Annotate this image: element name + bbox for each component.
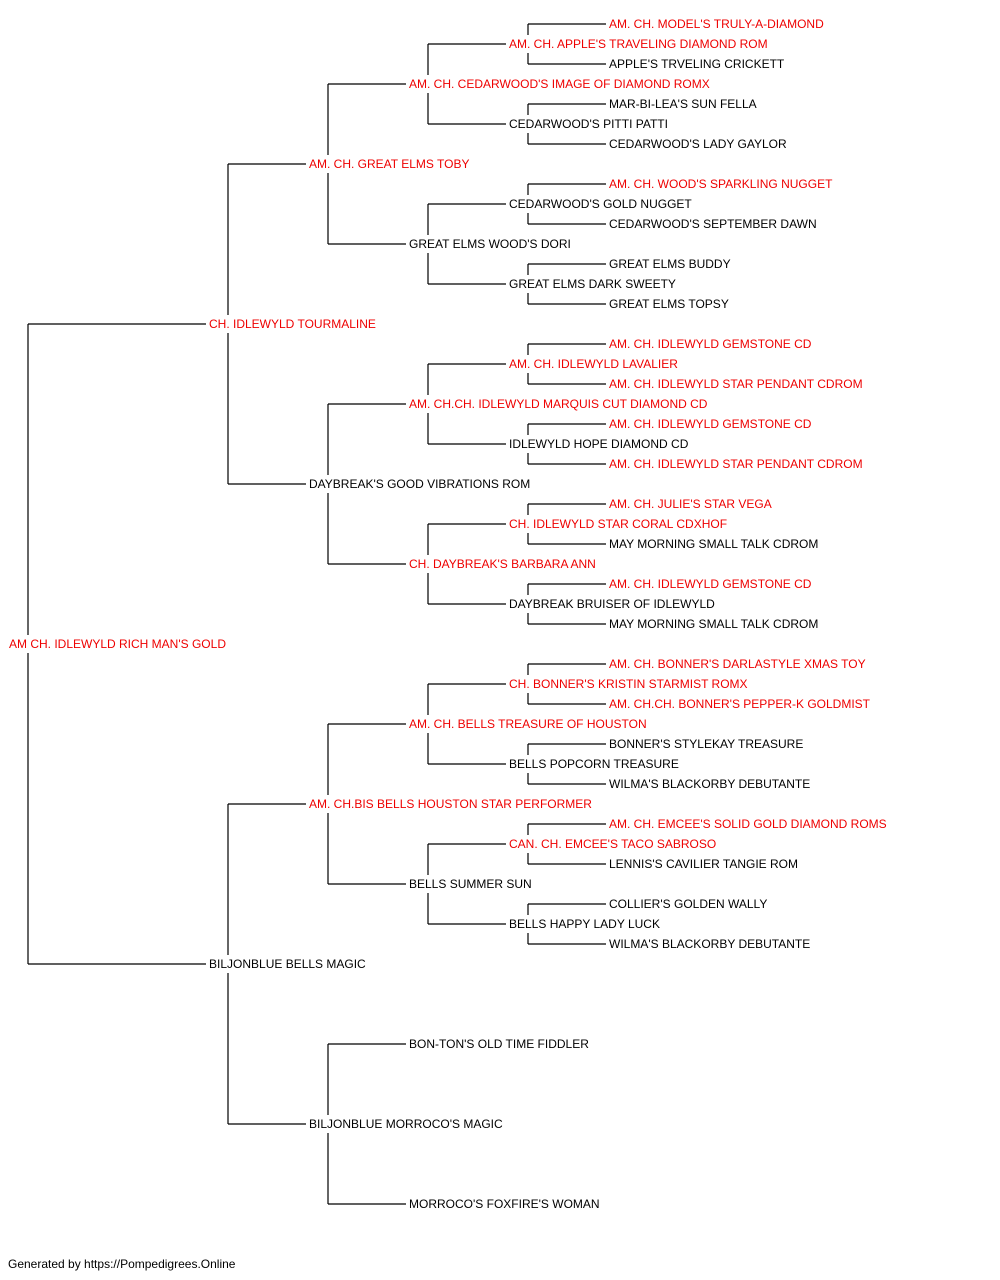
ancestor-name: CH. IDLEWYLD STAR CORAL CDXHOF <box>508 517 729 531</box>
ancestor-name: BELLS POPCORN TREASURE <box>508 757 680 771</box>
ancestor-name: WILMA'S BLACKORBY DEBUTANTE <box>608 937 812 951</box>
ancestor-name: CH. IDLEWYLD TOURMALINE <box>208 317 377 331</box>
ancestor-name: BELLS SUMMER SUN <box>408 877 533 891</box>
ancestor-name: AM. CH.BIS BELLS HOUSTON STAR PERFORMER <box>308 797 593 811</box>
ancestor-name: CEDARWOOD'S LADY GAYLOR <box>608 137 788 151</box>
ancestor-name: BONNER'S STYLEKAY TREASURE <box>608 737 805 751</box>
ancestor-name: BILJONBLUE BELLS MAGIC <box>208 957 367 971</box>
ancestor-name: AM. CH. BELLS TREASURE OF HOUSTON <box>408 717 648 731</box>
ancestor-name: AM. CH. IDLEWYLD GEMSTONE CD <box>608 417 813 431</box>
ancestor-name: GREAT ELMS TOPSY <box>608 297 730 311</box>
ancestor-name: BON-TON'S OLD TIME FIDDLER <box>408 1037 590 1051</box>
ancestor-name: GREAT ELMS DARK SWEETY <box>508 277 677 291</box>
ancestor-name: AM. CH. BONNER'S DARLASTYLE XMAS TOY <box>608 657 867 671</box>
ancestor-name: CAN. CH. EMCEE'S TACO SABROSO <box>508 837 718 851</box>
ancestor-name: AM. CH.CH. IDLEWYLD MARQUIS CUT DIAMOND … <box>408 397 709 411</box>
ancestor-name: LENNIS'S CAVILIER TANGIE ROM <box>608 857 799 871</box>
ancestor-name: GREAT ELMS BUDDY <box>608 257 732 271</box>
ancestor-name: IDLEWYLD HOPE DIAMOND CD <box>508 437 690 451</box>
ancestor-name: AM. CH. IDLEWYLD GEMSTONE CD <box>608 337 813 351</box>
ancestor-name: CH. DAYBREAK'S BARBARA ANN <box>408 557 597 571</box>
ancestor-name: AM. CH. IDLEWYLD LAVALIER <box>508 357 679 371</box>
ancestor-name: AM. CH. JULIE'S STAR VEGA <box>608 497 773 511</box>
ancestor-name: AM. CH. APPLE'S TRAVELING DIAMOND ROM <box>508 37 769 51</box>
ancestor-name: CEDARWOOD'S PITTI PATTI <box>508 117 669 131</box>
ancestor-name: APPLE'S TRVELING CRICKETT <box>608 57 786 71</box>
ancestor-name: CH. BONNER'S KRISTIN STARMIST ROMX <box>508 677 749 691</box>
ancestor-name: CEDARWOOD'S SEPTEMBER DAWN <box>608 217 818 231</box>
ancestor-name: AM. CH. WOOD'S SPARKLING NUGGET <box>608 177 834 191</box>
ancestor-name: MAR-BI-LEA'S SUN FELLA <box>608 97 758 111</box>
ancestor-name: AM. CH. EMCEE'S SOLID GOLD DIAMOND ROMS <box>608 817 888 831</box>
ancestor-name: CEDARWOOD'S GOLD NUGGET <box>508 197 693 211</box>
ancestor-name: MAY MORNING SMALL TALK CDROM <box>608 617 820 631</box>
ancestor-name: AM. CH.CH. BONNER'S PEPPER-K GOLDMIST <box>608 697 871 711</box>
ancestor-name: BELLS HAPPY LADY LUCK <box>508 917 661 931</box>
ancestor-name: AM. CH. MODEL'S TRULY-A-DIAMOND <box>608 17 825 31</box>
ancestor-name: AM. CH. IDLEWYLD STAR PENDANT CDROM <box>608 457 864 471</box>
ancestor-name: WILMA'S BLACKORBY DEBUTANTE <box>608 777 812 791</box>
ancestor-name: DAYBREAK'S GOOD VIBRATIONS ROM <box>308 477 532 491</box>
ancestor-name: AM. CH. GREAT ELMS TOBY <box>308 157 471 171</box>
ancestor-name: BILJONBLUE MORROCO'S MAGIC <box>308 1117 504 1131</box>
footer-credit: Generated by https://Pompedigrees.Online <box>8 1257 236 1271</box>
ancestor-name: MORROCO'S FOXFIRE'S WOMAN <box>408 1197 601 1211</box>
ancestor-name: AM. CH. IDLEWYLD STAR PENDANT CDROM <box>608 377 864 391</box>
ancestor-name: AM. CH. IDLEWYLD GEMSTONE CD <box>608 577 813 591</box>
subject-dog-name: AM CH. IDLEWYLD RICH MAN'S GOLD <box>8 637 227 651</box>
ancestor-name: GREAT ELMS WOOD'S DORI <box>408 237 572 251</box>
ancestor-name: DAYBREAK BRUISER OF IDLEWYLD <box>508 597 716 611</box>
ancestor-name: COLLIER'S GOLDEN WALLY <box>608 897 769 911</box>
ancestor-name: AM. CH. CEDARWOOD'S IMAGE OF DIAMOND ROM… <box>408 77 711 91</box>
ancestor-name: MAY MORNING SMALL TALK CDROM <box>608 537 820 551</box>
